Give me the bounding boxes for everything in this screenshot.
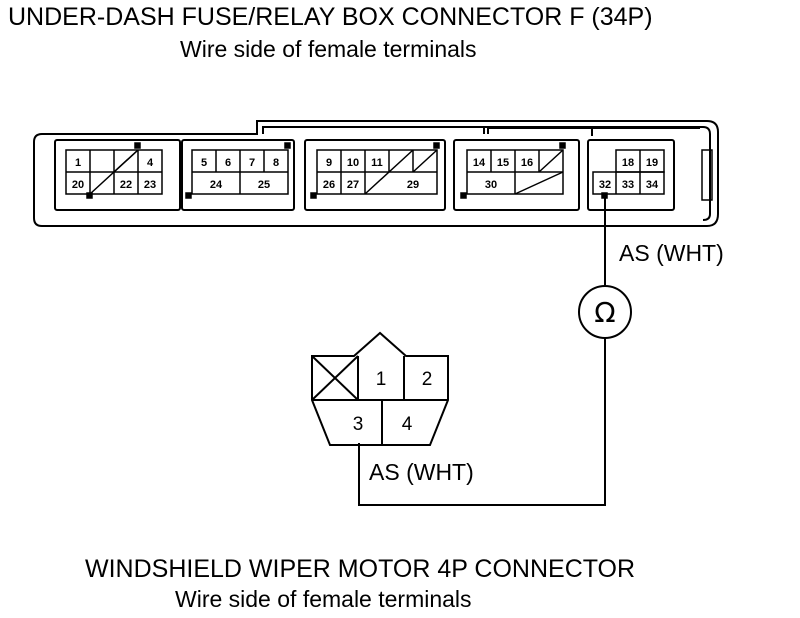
bottom-subtitle: Wire side of female terminals xyxy=(175,586,472,612)
cell-group-2 xyxy=(185,142,291,199)
pin-11: 11 xyxy=(371,157,383,169)
pin-5: 5 xyxy=(201,157,207,169)
top-subtitle: Wire side of female terminals xyxy=(180,36,477,62)
4p-pin-2: 2 xyxy=(422,369,433,390)
bottom-title: WINDSHIELD WIPER MOTOR 4P CONNECTOR xyxy=(85,555,636,583)
pin-26: 26 xyxy=(323,179,335,191)
pin-4: 4 xyxy=(147,157,154,169)
pin-25: 25 xyxy=(258,179,270,191)
top-title: UNDER-DASH FUSE/RELAY BOX CONNECTOR F (3… xyxy=(8,3,653,31)
4p-pin-4: 4 xyxy=(402,414,413,435)
cell-group-5 xyxy=(592,149,665,199)
pin-1: 1 xyxy=(75,157,81,169)
pin-6: 6 xyxy=(225,157,231,169)
cell-group-1 xyxy=(65,142,163,199)
4p-pin-1: 1 xyxy=(376,369,387,390)
pin-18: 18 xyxy=(622,157,634,169)
ohm-icon: Ω xyxy=(594,296,615,329)
wire-to-pin3 xyxy=(358,338,606,506)
pin-29: 29 xyxy=(407,179,419,191)
pin-20: 20 xyxy=(72,179,84,191)
connector-4p-housing xyxy=(311,331,449,446)
pin-15: 15 xyxy=(497,157,509,169)
pin-32: 32 xyxy=(599,179,611,191)
pin-30: 30 xyxy=(485,179,497,191)
pin-7: 7 xyxy=(249,157,255,169)
4p-pin-3: 3 xyxy=(353,414,364,435)
pin-9: 9 xyxy=(326,157,332,169)
pin-34: 34 xyxy=(646,179,659,191)
pin-8: 8 xyxy=(273,157,279,169)
pin-16: 16 xyxy=(521,157,533,169)
cell-group-4 xyxy=(460,142,566,199)
pin-14: 14 xyxy=(473,157,486,169)
pin-23: 23 xyxy=(144,179,156,191)
pin-24: 24 xyxy=(210,179,223,191)
pin-27: 27 xyxy=(347,179,359,191)
wire-label-upper: AS (WHT) xyxy=(619,240,724,266)
pin-22: 22 xyxy=(120,179,132,191)
pin-10: 10 xyxy=(347,157,359,169)
cell-group-3 xyxy=(310,142,440,199)
wire-label-lower: AS (WHT) xyxy=(369,459,474,485)
pin-33: 33 xyxy=(622,179,634,191)
connector-f-housing xyxy=(33,120,719,227)
pin-19: 19 xyxy=(646,157,658,169)
